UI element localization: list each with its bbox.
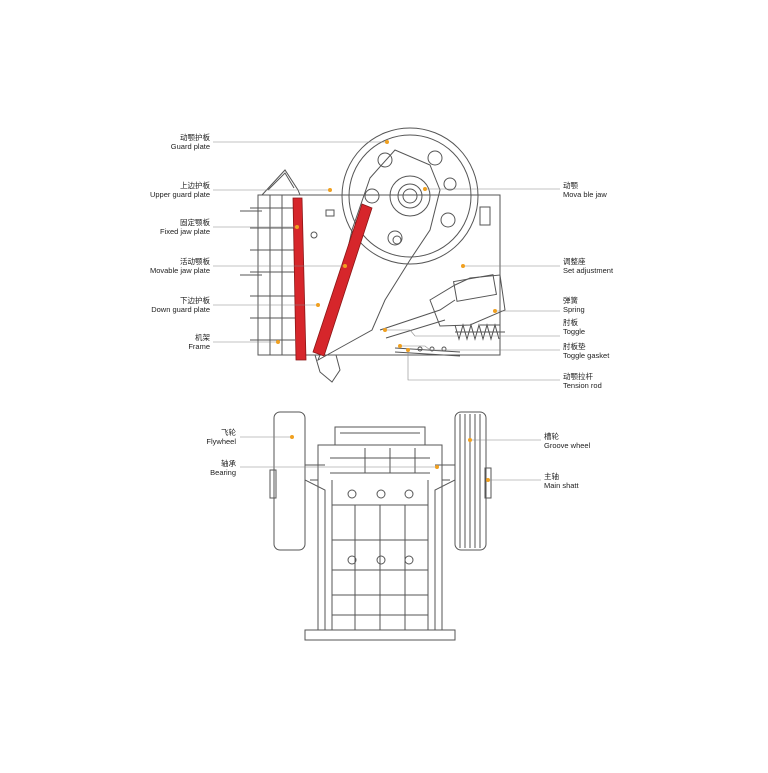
label-tension-rod: 动颚拉杆 Tension rod — [563, 372, 602, 390]
label-en: Flywheel — [206, 437, 236, 446]
label-en: Frame — [188, 342, 210, 351]
label-frame: 机架 Frame — [140, 333, 210, 351]
label-en: Mova ble jaw — [563, 190, 607, 199]
label-en: Groove wheel — [544, 441, 591, 450]
label-zh: 肘板 — [563, 318, 578, 327]
label-en: Down guard plate — [151, 305, 210, 314]
label-zh: 动颚护板 — [180, 133, 210, 142]
label-spring: 弹簧 Spring — [563, 296, 585, 314]
label-en: Toggle — [563, 327, 586, 336]
label-zh: 动颚拉杆 — [563, 372, 593, 381]
label-zh: 主轴 — [544, 472, 559, 481]
label-zh: 上边护板 — [180, 181, 210, 190]
label-bearing: 轴承 Bearing — [166, 459, 236, 477]
label-toggle: 肘板 Toggle — [563, 318, 585, 336]
flywheel — [273, 411, 306, 551]
label-down-guard-plate: 下边护板 Down guard plate — [130, 296, 210, 314]
label-en: Guard plate — [170, 142, 210, 151]
label-main-shaft: 主轴 Main shatt — [544, 472, 579, 490]
groove-wheel — [454, 411, 487, 551]
label-zh: 动颚 — [563, 181, 578, 190]
label-upper-guard-plate: 上边护板 Upper guard plate — [130, 181, 210, 199]
label-zh: 弹簧 — [563, 296, 578, 305]
label-guard-plate: 动颚护板 Guard plate — [140, 133, 210, 151]
label-en: Set adjustment — [563, 266, 614, 275]
label-toggle-gasket: 肘板垫 Toggle gasket — [563, 342, 609, 360]
label-zh: 固定颚板 — [180, 218, 210, 227]
movable-jaw-body — [317, 149, 441, 362]
label-zh: 调整座 — [563, 257, 586, 266]
label-en: Fixed jaw plate — [159, 227, 210, 236]
label-fixed-jaw-plate: 固定颚板 Fixed jaw plate — [130, 218, 210, 236]
label-en: Tension rod — [563, 381, 602, 390]
label-en: Bearing — [210, 468, 236, 477]
label-en: Toggle gasket — [563, 351, 610, 360]
hopper — [261, 169, 301, 196]
fixed-jaw-plate — [292, 197, 307, 361]
label-en: Movable jaw plate — [149, 266, 210, 275]
label-groove-wheel: 槽轮 Groove wheel — [544, 432, 590, 450]
label-zh: 活动颚板 — [180, 257, 210, 266]
label-zh: 下边护板 — [180, 296, 210, 305]
label-zh: 槽轮 — [544, 432, 559, 441]
label-en: Main shatt — [544, 481, 579, 490]
label-zh: 肘板垫 — [563, 342, 586, 351]
movable-jaw-plate — [312, 203, 373, 357]
label-flywheel: 飞轮 Flywheel — [166, 428, 236, 446]
label-en: Spring — [563, 305, 585, 314]
set-adjustment-block — [429, 274, 506, 327]
label-zh: 轴承 — [221, 459, 236, 468]
label-zh: 机架 — [195, 333, 210, 342]
label-zh: 飞轮 — [221, 428, 236, 437]
label-set-adjustment: 调整座 Set adjustment — [563, 257, 613, 275]
label-movable-jaw-plate: 活动颚板 Movable jaw plate — [130, 257, 210, 275]
label-movable-jaw: 动颚 Mova ble jaw — [563, 181, 607, 199]
eccentric-wheel — [341, 127, 479, 265]
label-en: Upper guard plate — [149, 190, 210, 199]
